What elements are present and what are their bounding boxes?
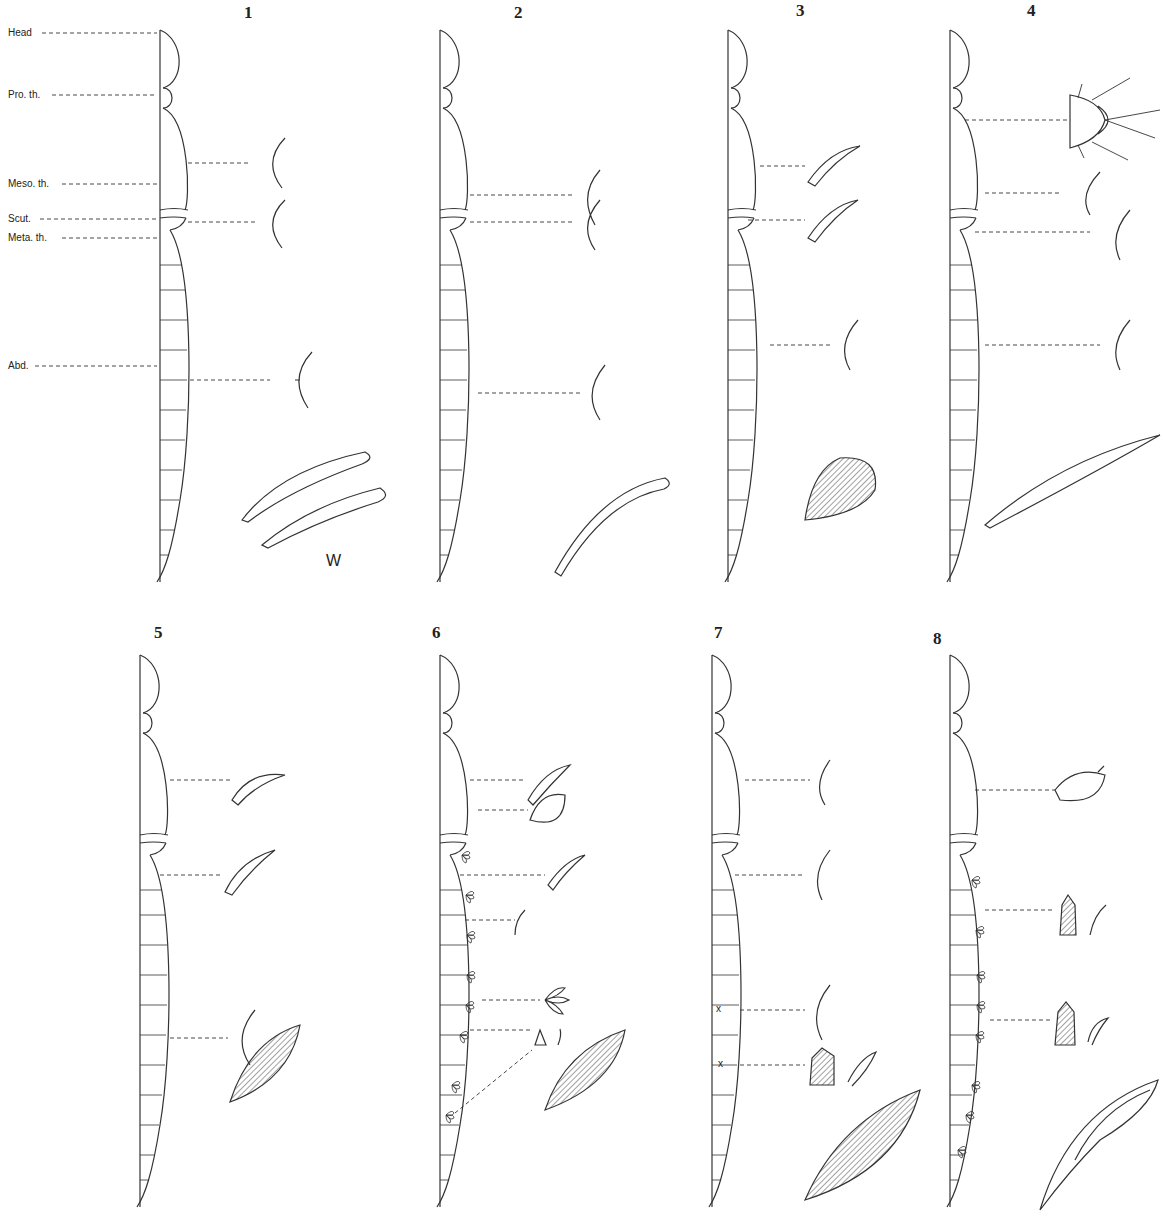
- panel-number: 5: [154, 624, 163, 641]
- panel-number: 3: [796, 2, 805, 19]
- part-label: Meso. th.: [8, 179, 49, 189]
- x-mark: x: [716, 1004, 721, 1014]
- panel-number: 4: [1027, 2, 1036, 19]
- panel-number: 7: [714, 624, 723, 641]
- part-label: Head: [8, 28, 32, 38]
- x-mark: x: [718, 1059, 723, 1069]
- part-label: Meta. th.: [8, 233, 47, 243]
- part-label: Pro. th.: [8, 90, 40, 100]
- panel-number: 1: [244, 4, 253, 21]
- wing-label: W: [326, 553, 341, 569]
- panel-number: 6: [432, 624, 441, 641]
- part-label: Abd.: [8, 361, 29, 371]
- panel-number: 2: [514, 4, 523, 21]
- panel-number: 8: [933, 630, 942, 647]
- part-label: Scut.: [8, 214, 31, 224]
